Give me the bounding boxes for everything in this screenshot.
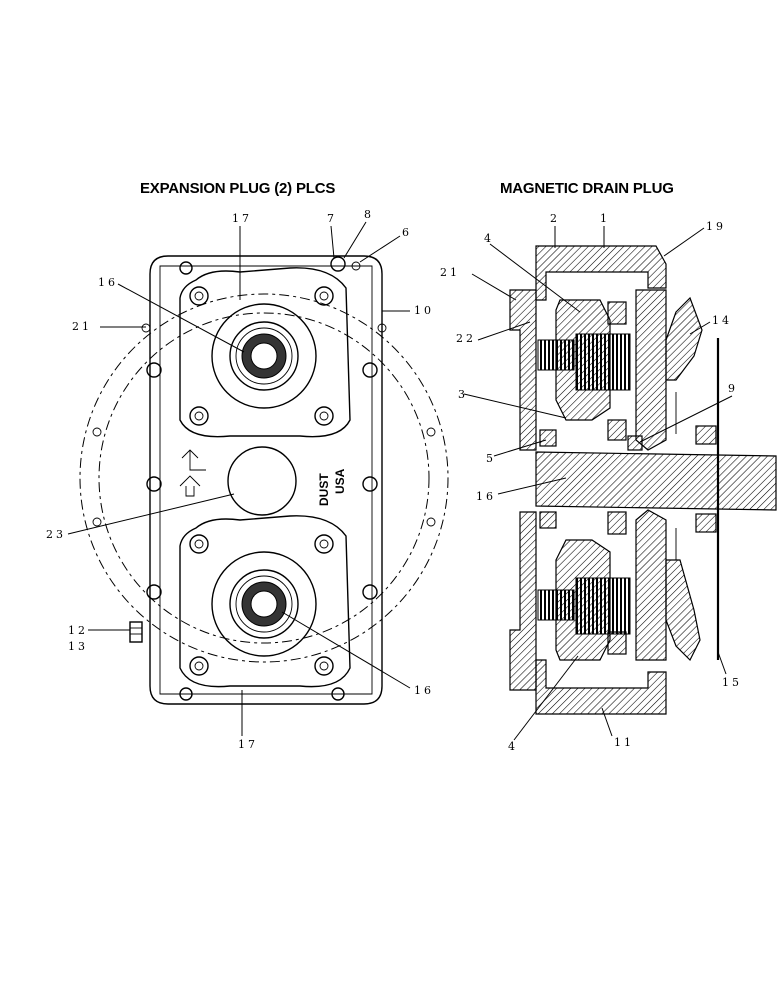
main-shaft-section (535, 451, 777, 511)
expansion-plug (227, 446, 297, 516)
front-cover-lower (509, 511, 537, 691)
housing-top-section (535, 245, 667, 301)
rear-bearing-housing-lower (635, 509, 667, 661)
housing-inner-edge (159, 265, 373, 695)
rear-seal-upper (695, 425, 717, 445)
usa-stamp: USA (333, 468, 347, 494)
callout-5: 5 (486, 452, 496, 465)
callout-8: 8 (364, 208, 374, 221)
callout-3: 3 (458, 388, 468, 401)
shaft-bearing-upper (539, 429, 557, 447)
callout-13: 13 (68, 640, 88, 653)
callout-10: 10 (414, 304, 434, 317)
callout-19: 19 (706, 220, 726, 233)
lower-pinion-teeth (537, 589, 575, 621)
callout-7: 7 (327, 212, 337, 225)
right-callouts: 2 1 19 4 21 14 22 3 9 5 16 4 11 15 (440, 212, 742, 753)
housing-bottom-section (535, 659, 667, 715)
dust-stamp: DUST (317, 473, 331, 506)
fill-plug-fitting (129, 621, 143, 643)
callout-6: 6 (402, 226, 412, 239)
rear-flange-upper (665, 296, 703, 381)
rear-seal-lower (695, 513, 717, 533)
direction-arrow-icon (179, 475, 201, 497)
callout-21: 21 (72, 320, 92, 333)
shaft-bearing-lower (539, 511, 557, 529)
upper-pinion-teeth (537, 339, 575, 371)
cover-bolts (189, 286, 334, 676)
callout-17-top: 17 (232, 212, 252, 225)
rear-flange-lower (665, 559, 701, 662)
rear-bearing-housing-upper (635, 289, 667, 451)
callout-2: 2 (550, 212, 560, 225)
callout-1: 1 (600, 212, 610, 225)
lower-bearing-cover (179, 515, 351, 688)
housing-outline (149, 255, 383, 705)
mounting-flange-outline (79, 293, 449, 663)
callout-12: 12 (68, 624, 88, 637)
callout-11: 11 (614, 736, 634, 749)
lower-bearing-front (607, 511, 627, 535)
front-cover-upper (509, 289, 537, 451)
rotation-arrow-icon (181, 449, 206, 471)
upper-bearing-front (607, 301, 627, 325)
callout-23: 23 (46, 528, 66, 541)
gearbox-section-view (509, 245, 777, 715)
callout-16-right: 16 (476, 490, 496, 503)
lower-output-shaft (211, 551, 317, 657)
callout-4-top: 4 (484, 232, 494, 245)
callout-9: 9 (728, 382, 738, 395)
lower-bearing-rear (607, 631, 627, 655)
callout-15: 15 (722, 676, 742, 689)
flange-inner-outline (98, 312, 430, 644)
upper-bearing-rear (607, 419, 627, 441)
upper-input-shaft (211, 303, 317, 409)
callout-21-right: 21 (440, 266, 460, 279)
callout-16-bottom: 16 (414, 684, 434, 697)
housing-bolts (146, 256, 378, 701)
callout-22: 22 (456, 332, 476, 345)
lower-gear-teeth (575, 577, 631, 635)
callout-14: 14 (712, 314, 732, 327)
callout-16-top: 16 (98, 276, 118, 289)
expansion-plug-heading: EXPANSION PLUG (2) PLCS (140, 180, 336, 197)
left-callouts: 17 7 8 6 16 21 10 23 12 13 16 17 (46, 208, 434, 751)
callout-4-bottom: 4 (508, 740, 518, 753)
magnetic-drain-plug-heading: MAGNETIC DRAIN PLUG (500, 180, 674, 197)
upper-gear-teeth (575, 333, 631, 391)
gearbox-front-view: DUST USA (79, 255, 449, 705)
magnetic-drain-plug (627, 435, 643, 451)
callout-17-bottom: 17 (238, 738, 258, 751)
